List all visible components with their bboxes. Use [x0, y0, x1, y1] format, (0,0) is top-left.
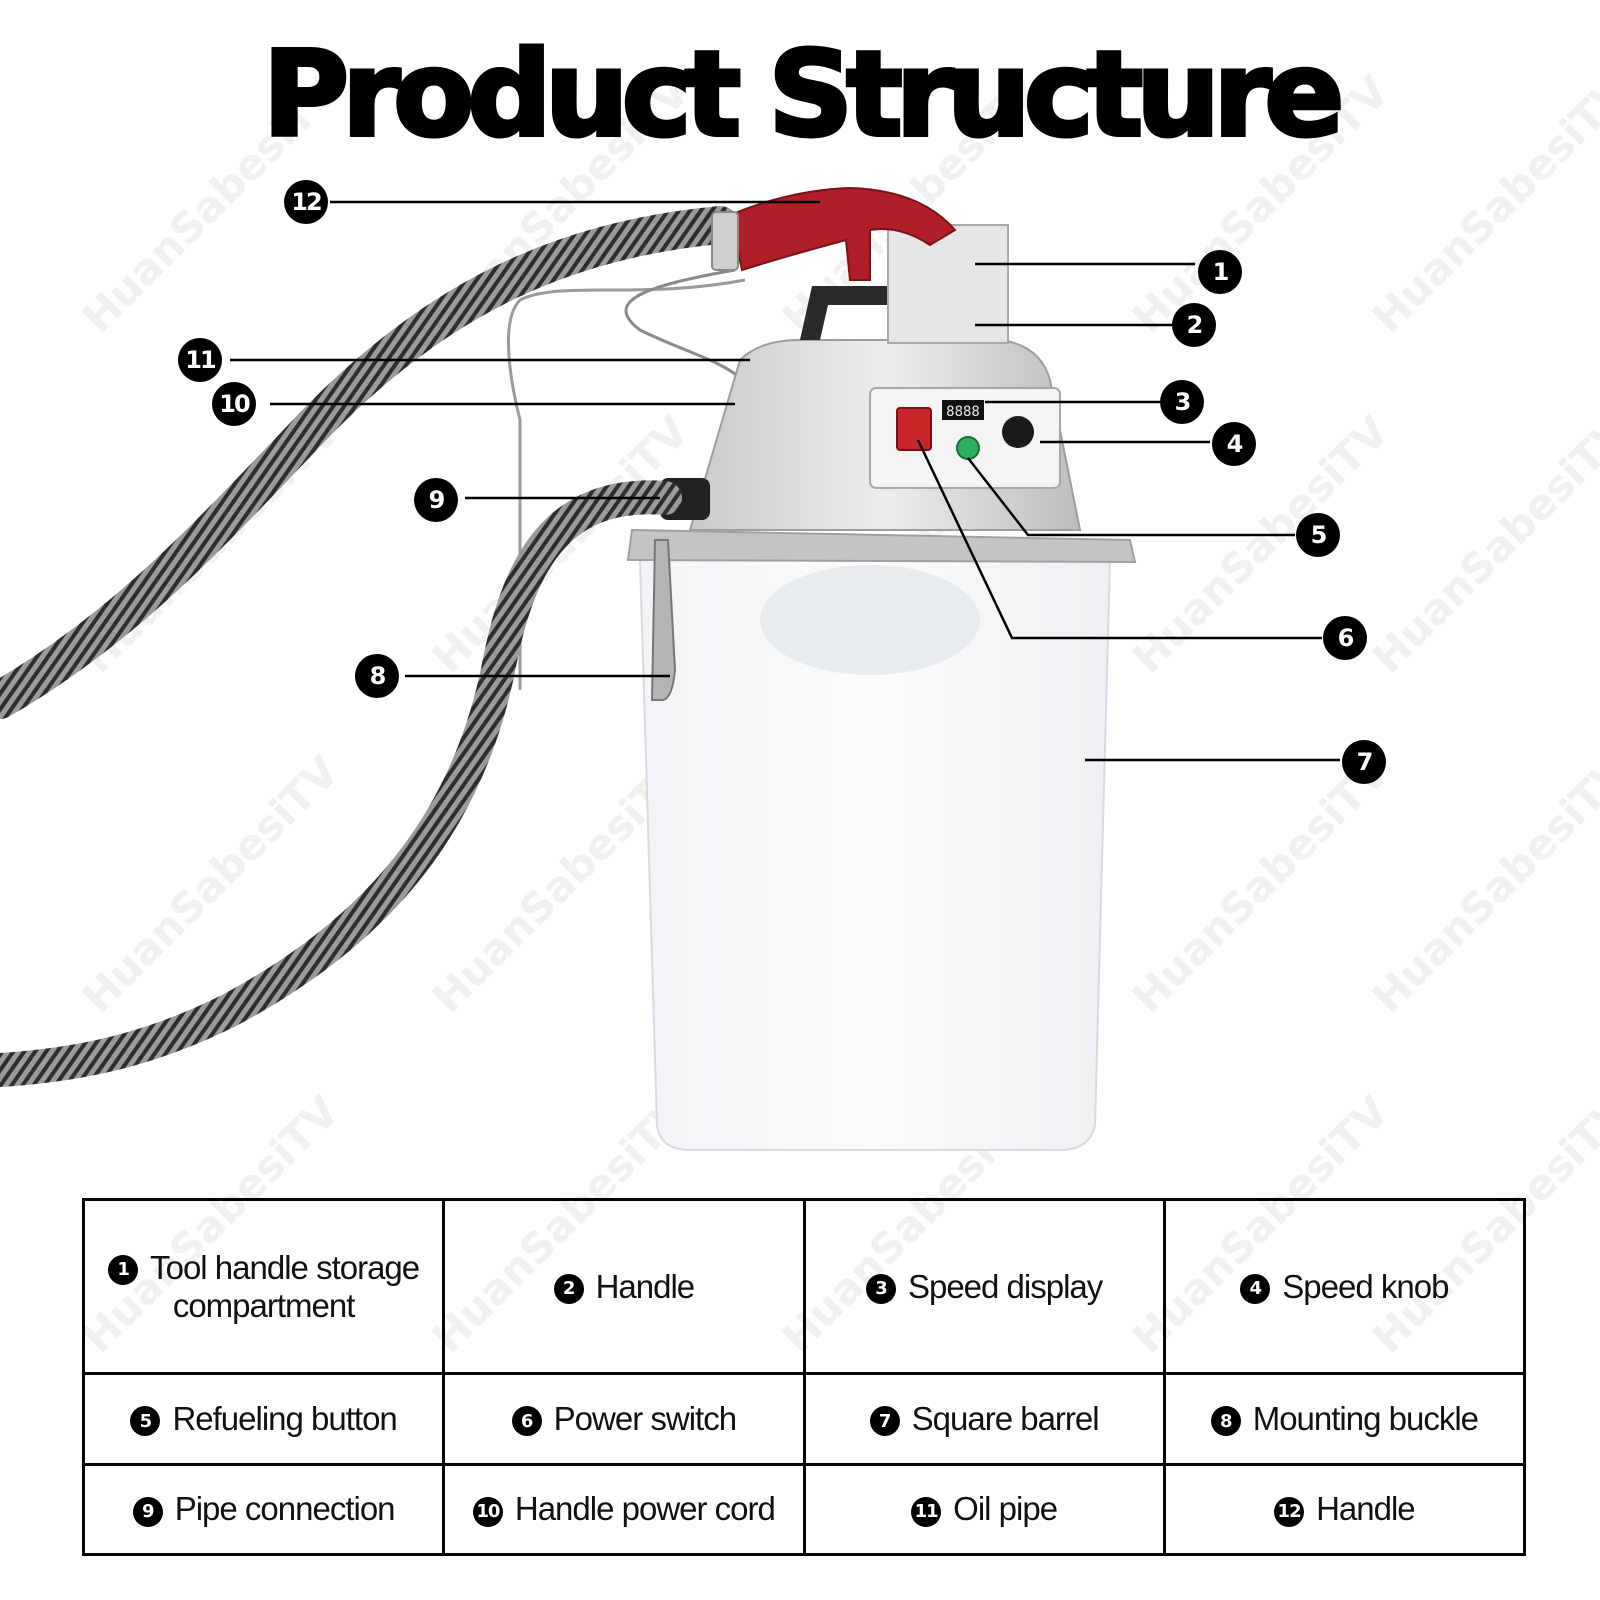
- product-illustration: 8888: [0, 186, 1340, 1151]
- power-switch-icon: [896, 407, 932, 451]
- callout-4: 4: [1212, 422, 1256, 466]
- legend-cell: 12 Handle: [1162, 1462, 1527, 1557]
- legend-label: Pipe connection: [174, 1490, 396, 1528]
- speed-display-digits: 8888: [946, 404, 980, 420]
- square-barrel: [638, 559, 1112, 1151]
- legend-label: Speed knob: [1282, 1267, 1449, 1305]
- legend-number: 7: [869, 1406, 900, 1437]
- legend-label: Handle: [1316, 1490, 1416, 1528]
- callout-2: 2: [1172, 303, 1216, 347]
- legend-number: 3: [865, 1273, 896, 1304]
- tool-handle: [728, 186, 957, 281]
- legend-cell: 9 Pipe connection: [81, 1462, 446, 1557]
- callout-8: 8: [355, 654, 399, 698]
- legend-number: 12: [1274, 1496, 1305, 1527]
- oil-pipe-cord: [506, 278, 746, 690]
- legend-label: Handle power cord: [514, 1490, 776, 1528]
- legend-cell: 11 Oil pipe: [802, 1462, 1166, 1557]
- power-cord: [624, 268, 742, 380]
- legend-cell: 2 Handle: [442, 1197, 806, 1376]
- legend-cell: 6 Power switch: [442, 1372, 806, 1466]
- callout-5: 5: [1296, 513, 1340, 557]
- leader-lines: [230, 200, 1340, 762]
- legend-number: 2: [553, 1273, 584, 1304]
- callout-11: 11: [178, 338, 222, 382]
- legend-number: 9: [132, 1496, 163, 1527]
- legend-number: 10: [472, 1496, 503, 1527]
- legend-cell: 3 Speed display: [802, 1197, 1166, 1376]
- legend-cell: 1 Tool handle storage compartment: [81, 1197, 446, 1376]
- storage-compartment: [887, 224, 1009, 344]
- legend-number: 4: [1240, 1273, 1271, 1304]
- legend-label: Speed display: [907, 1267, 1103, 1305]
- refueling-button-icon: [956, 436, 980, 460]
- legend-label: Oil pipe: [953, 1490, 1058, 1528]
- table-row: 5 Refueling button 6 Power switch 7 Square …: [81, 1372, 1527, 1466]
- callout-12: 12: [284, 180, 328, 224]
- callout-10: 10: [212, 382, 256, 426]
- speed-knob-icon: [1002, 416, 1034, 448]
- legend-cell: 10 Handle power cord: [442, 1462, 806, 1557]
- legend-label: Tool handle storage compartment: [150, 1248, 420, 1324]
- legend-number: 1: [108, 1254, 139, 1285]
- speed-display-icon: [942, 400, 984, 420]
- mounting-buckle-icon: [650, 539, 677, 701]
- filter-shadow: [760, 565, 980, 675]
- legend-label: Handle: [595, 1267, 696, 1305]
- legend-label: Square barrel: [911, 1399, 1100, 1437]
- long-hose: [0, 206, 739, 719]
- table-row: 9 Pipe connection 10 Handle power cord 11 O…: [81, 1462, 1527, 1557]
- callout-6: 6: [1323, 616, 1367, 660]
- legend-label: Mounting buckle: [1252, 1399, 1479, 1437]
- legend-number: 8: [1210, 1406, 1241, 1437]
- legend-cell: 5 Refueling button: [81, 1372, 446, 1466]
- short-hose: [0, 480, 682, 1087]
- callout-3: 3: [1160, 380, 1204, 424]
- callout-1: 1: [1198, 250, 1242, 294]
- page-title: Product Structure: [261, 25, 1347, 163]
- table-row: 1 Tool handle storage compartment 2 Handle…: [81, 1197, 1527, 1376]
- legend-cell: 7 Square barrel: [802, 1372, 1166, 1466]
- legend-number: 6: [511, 1406, 542, 1437]
- legend-label: Refueling button: [172, 1399, 397, 1437]
- callout-7: 7: [1342, 740, 1386, 784]
- callout-9: 9: [414, 478, 458, 522]
- legend-cell: 4 Speed knob: [1162, 1197, 1527, 1376]
- legend-label: Power switch: [553, 1399, 737, 1437]
- legend-number: 11: [911, 1496, 942, 1527]
- legend-number: 5: [130, 1406, 161, 1437]
- legend-cell: 8 Mounting buckle: [1162, 1372, 1527, 1466]
- handle-coupling: [711, 211, 739, 271]
